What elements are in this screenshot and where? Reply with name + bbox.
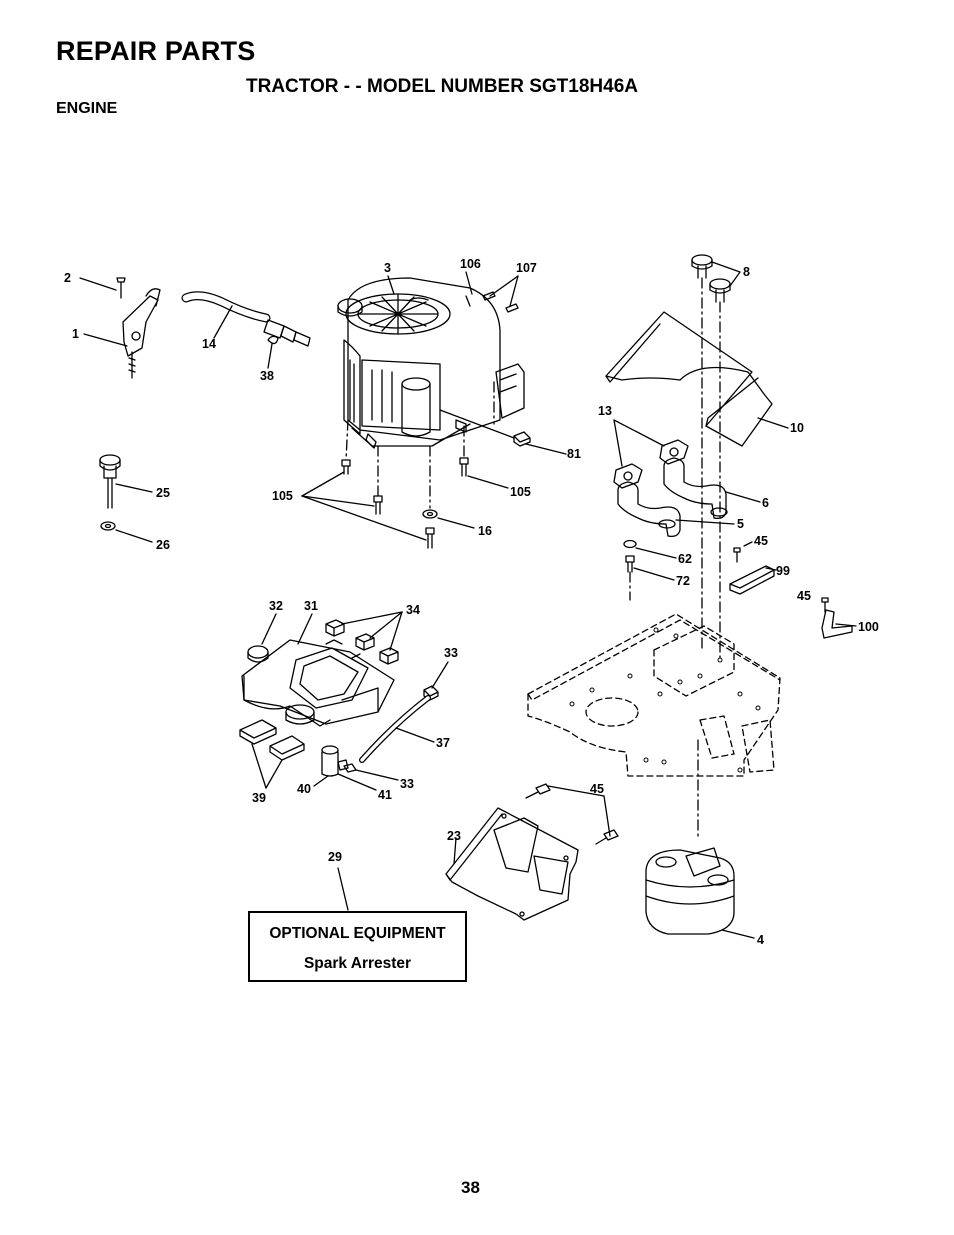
skid-plate-part	[445, 807, 579, 921]
callout-5: 5	[737, 517, 744, 531]
bolt-part	[625, 555, 635, 573]
page-title: REPAIR PARTS	[56, 36, 256, 66]
callout-107: 107	[516, 261, 537, 275]
callout-81: 81	[567, 447, 581, 461]
clamp-part	[343, 763, 357, 773]
seal-cap-part	[247, 645, 269, 663]
section-heading: ENGINE	[56, 100, 118, 117]
callout-105: 105	[510, 485, 531, 499]
frame-part	[527, 613, 781, 777]
bolt-part	[691, 254, 731, 303]
callout-4: 4	[757, 933, 764, 947]
spark-arrester-label: Spark Arrester	[303, 955, 412, 972]
air-cleaner-cover-part	[241, 639, 395, 727]
filter-element-part	[239, 719, 305, 761]
nut-part	[513, 431, 531, 447]
page-number: 38	[461, 1178, 480, 1197]
callout-45: 45	[590, 782, 604, 796]
washer-part	[100, 521, 116, 531]
callout-29: 29	[328, 850, 342, 864]
throttle-control-part	[116, 277, 161, 379]
callout-100: 100	[858, 620, 879, 634]
callout-34: 34	[406, 603, 420, 617]
washer-part	[422, 509, 438, 519]
model-subtitle: TRACTOR - - MODEL NUMBER SGT18H46A	[246, 76, 638, 97]
callout-45: 45	[797, 589, 811, 603]
callout-33: 33	[444, 646, 458, 660]
callout-105: 105	[272, 489, 293, 503]
washer-part	[623, 539, 637, 549]
callout-25: 25	[156, 486, 170, 500]
callout-39: 39	[252, 791, 266, 805]
callout-45: 45	[754, 534, 768, 548]
optional-equipment-title: OPTIONAL EQUIPMENT	[269, 925, 446, 942]
callout-10: 10	[790, 421, 804, 435]
callout-38: 38	[260, 369, 274, 383]
callout-37: 37	[436, 736, 450, 750]
callout-23: 23	[447, 829, 461, 843]
heat-shield-part	[605, 311, 773, 447]
callout-33: 33	[400, 777, 414, 791]
callout-99: 99	[776, 564, 790, 578]
callout-106: 106	[460, 257, 481, 271]
muffler-part	[645, 847, 735, 935]
exhaust-gasket-part	[613, 439, 689, 489]
engine-part	[337, 277, 525, 449]
callout-2: 2	[64, 271, 71, 285]
optional-equipment-box: OPTIONAL EQUIPMENT Spark Arrester	[248, 911, 467, 982]
callout-1: 1	[72, 327, 79, 341]
callout-13: 13	[598, 404, 612, 418]
callout-14: 14	[202, 337, 216, 351]
exhaust-pipe-part	[617, 457, 728, 538]
callout-3: 3	[384, 261, 391, 275]
dipstick-part	[99, 454, 121, 509]
callout-8: 8	[743, 265, 750, 279]
callout-6: 6	[762, 496, 769, 510]
fuel-fitting-part	[263, 319, 311, 347]
callout-40: 40	[297, 782, 311, 796]
screw-part	[821, 597, 829, 613]
callout-16: 16	[478, 524, 492, 538]
breather-fitting-part	[321, 745, 349, 777]
callout-26: 26	[156, 538, 170, 552]
frame-hole-marks	[569, 627, 761, 773]
callout-31: 31	[304, 599, 318, 613]
bracket-part	[729, 565, 775, 595]
bolt-part	[341, 457, 469, 549]
callout-72: 72	[676, 574, 690, 588]
bolt-part	[525, 783, 619, 845]
bracket-part	[821, 609, 853, 639]
callout-32: 32	[269, 599, 283, 613]
callout-62: 62	[678, 552, 692, 566]
screw-part	[733, 547, 741, 563]
callout-41: 41	[378, 788, 392, 802]
